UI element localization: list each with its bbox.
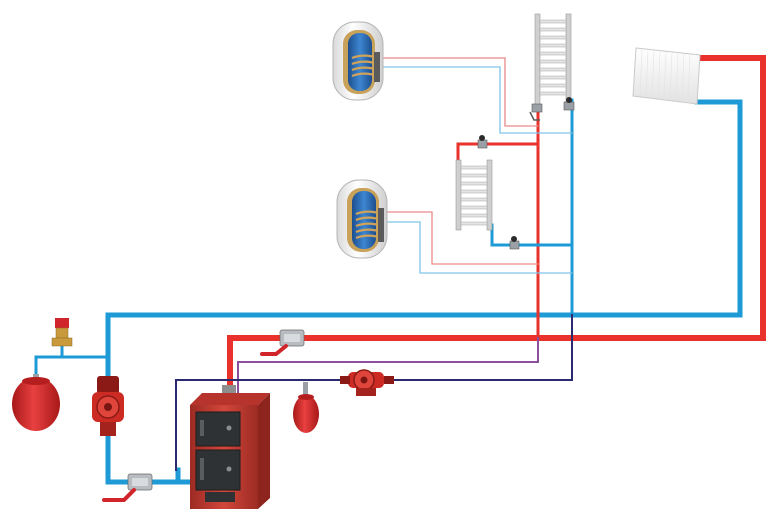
water-heater-top[interactable] [332, 21, 384, 101]
mixing-valve-bottom[interactable] [102, 473, 153, 502]
water-heater-bottom[interactable] [336, 179, 388, 259]
solid-fuel-boiler[interactable] [190, 385, 270, 509]
towel-rail-top[interactable] [534, 13, 572, 107]
towel-rail-top-valve-right[interactable] [563, 97, 575, 111]
heater-top-supply-line [379, 57, 539, 127]
towel-rail-top-valve-left[interactable] [529, 103, 543, 121]
vessel-branch-pipe [34, 355, 110, 380]
main-supply-pipe [227, 55, 766, 395]
expansion-vessel-mid[interactable] [293, 382, 319, 433]
secondary-supply-line [237, 337, 539, 393]
towel-rail-mid-return [490, 223, 574, 247]
panel-radiator[interactable] [632, 47, 701, 105]
heater-top-return-line [379, 66, 573, 134]
towel-rail-mid-supply [456, 142, 540, 167]
pump-secondary[interactable] [340, 369, 394, 396]
towel-rail-mid[interactable] [455, 159, 493, 231]
expansion-vessel-left[interactable] [12, 374, 60, 431]
heater-bottom-return-line [383, 221, 573, 274]
pipe-network [34, 55, 766, 485]
heater-bottom-supply-line [383, 211, 539, 265]
towel-rail-mid-valve-top[interactable] [477, 135, 488, 149]
safety-valve[interactable] [51, 318, 73, 347]
towel-rail-mid-valve-bottom[interactable] [509, 236, 520, 250]
mixing-valve-top[interactable] [260, 329, 305, 356]
pump-primary[interactable] [92, 376, 124, 436]
